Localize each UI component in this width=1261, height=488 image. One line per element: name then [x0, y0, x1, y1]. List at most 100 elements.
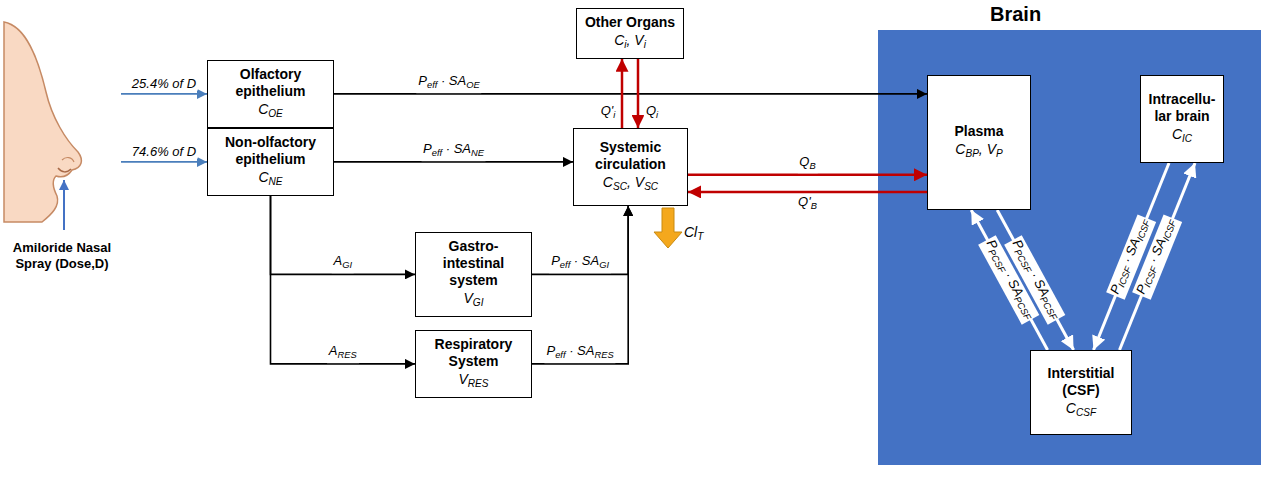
text-run: Q'	[601, 103, 614, 118]
subscript-run: i	[656, 110, 658, 120]
clearance-label: ClT	[684, 224, 703, 245]
text-run: C	[1066, 400, 1076, 416]
flow-label-holder: Peff · SAOE	[416, 73, 481, 93]
panel-fills	[878, 30, 1261, 465]
flow-label-holder: AGI	[331, 254, 354, 274]
box-variables: CSC, VSC	[580, 174, 681, 195]
text-run: C	[258, 101, 268, 117]
flow-label: Peff · SARES	[545, 343, 616, 363]
text-run: C	[955, 141, 965, 157]
compartment-box: Intracellu- lar brainCIC	[1140, 75, 1224, 163]
text-run: · SA	[570, 254, 599, 269]
subscript-run: IC	[1182, 133, 1192, 144]
flow-arrow	[271, 196, 416, 275]
text-run: P	[418, 73, 427, 88]
box-title: Plasma	[934, 123, 1024, 140]
box-variables: CCSF	[1037, 400, 1125, 421]
subscript-run: eff	[432, 148, 442, 158]
box-title: Respiratory System	[422, 336, 525, 370]
text-run: Brain	[990, 3, 1041, 25]
subscript-run: RES	[594, 350, 613, 360]
flow-label: QB	[797, 154, 817, 174]
subscript-run: T	[697, 231, 703, 242]
free-label-holder: ClT	[684, 224, 703, 245]
box-title: Interstitial (CSF)	[1037, 365, 1125, 399]
text-run: Systemic circulation	[595, 139, 666, 172]
text-run: , V	[979, 141, 996, 157]
subscript-run: RES	[468, 378, 489, 389]
flow-arrow	[271, 196, 416, 364]
subscript-run: GI	[342, 260, 352, 270]
box-title: Non-olfactory epithelium	[214, 134, 327, 168]
subscript-run: GI	[473, 297, 484, 308]
text-run: C	[603, 174, 613, 190]
flow-arrow	[334, 93, 927, 95]
text-run: P	[551, 254, 560, 269]
flow-label: ARES	[327, 343, 359, 363]
text-run: , V	[627, 174, 644, 190]
flow-label: Peff · SANE	[421, 141, 486, 161]
text-run: Gastro- intestinal system	[443, 238, 504, 288]
flow-label-holder: 74.6% of D	[130, 143, 198, 158]
nose-wing	[62, 158, 74, 162]
nostril	[58, 168, 71, 172]
text-run: C	[614, 32, 624, 48]
text-run: Respiratory System	[435, 336, 513, 369]
text-run: · SA	[566, 343, 595, 358]
text-run: Q	[799, 154, 809, 169]
flow-label: AGI	[331, 254, 354, 274]
box-title: Systemic circulation	[580, 139, 681, 173]
box-title: Olfactory epithelium	[214, 66, 327, 100]
text-run: Q'	[798, 194, 811, 209]
flow-label-holder: Q'B	[796, 194, 819, 214]
face-profile	[4, 22, 81, 222]
organ-box: Other OrgansCi, Vi	[576, 8, 684, 59]
text-run: 74.6% of D	[132, 143, 196, 158]
text-run: A	[329, 343, 338, 358]
compartment-box: PlasmaCBP, VP	[927, 75, 1031, 210]
subscript-run: OE	[268, 108, 283, 119]
region-fill	[878, 30, 1261, 465]
subscript-run: eff	[560, 260, 570, 270]
spray-arrow	[63, 180, 65, 230]
flow-arrow	[121, 93, 207, 95]
text-run: Plasma	[954, 123, 1003, 139]
subscript-run: GI	[599, 260, 609, 270]
box-variables: Ci, Vi	[583, 32, 677, 53]
epithelium-box: Non-olfactory epitheliumCNE	[207, 128, 334, 196]
compartment-box: Interstitial (CSF)CCSF	[1030, 350, 1132, 435]
organ-box: Respiratory SystemVRES	[415, 330, 532, 398]
flow-arrow	[688, 174, 927, 177]
spray-source: Amiloride Nasal Spray (Dose,D)	[3, 58, 121, 272]
flow-label: 74.6% of D	[130, 143, 198, 158]
epithelium-box: Olfactory epitheliumCOE	[207, 60, 334, 128]
text-run: Intracellu- lar brain	[1149, 91, 1216, 124]
flow-label: Q'i	[599, 103, 618, 123]
flow-label: Peff · SAGI	[549, 254, 611, 274]
subscript-run: B	[811, 201, 817, 211]
box-variables: COE	[214, 101, 327, 122]
flow-arrow	[532, 206, 628, 274]
text-run: Cl	[684, 224, 697, 240]
text-run: C	[258, 169, 268, 185]
flow-arrow	[532, 206, 628, 364]
subscript-run: eff	[555, 350, 565, 360]
text-run: P	[547, 343, 556, 358]
flow-label: Q'B	[796, 194, 819, 214]
box-variables: CIC	[1147, 126, 1217, 147]
text-run: V	[458, 371, 467, 387]
text-run: Q	[646, 103, 656, 118]
flow-label-holder: Peff · SARES	[545, 343, 616, 363]
text-run: Other Organs	[585, 14, 675, 30]
text-run: · SA	[442, 141, 471, 156]
flow-label-holder: Q'i	[599, 103, 618, 123]
box-title: Other Organs	[583, 14, 677, 31]
text-run: 25.4% of D	[132, 75, 196, 90]
subscript-run: i	[644, 39, 646, 50]
text-run: Interstitial (CSF)	[1048, 365, 1115, 398]
flow-label-holder: QB	[797, 154, 817, 174]
source-caption: Amiloride Nasal Spray (Dose,D)	[3, 240, 121, 272]
flow-label-holder: Qi	[644, 103, 660, 123]
box-variables: CNE	[214, 169, 327, 190]
flow-arrow	[637, 59, 640, 128]
